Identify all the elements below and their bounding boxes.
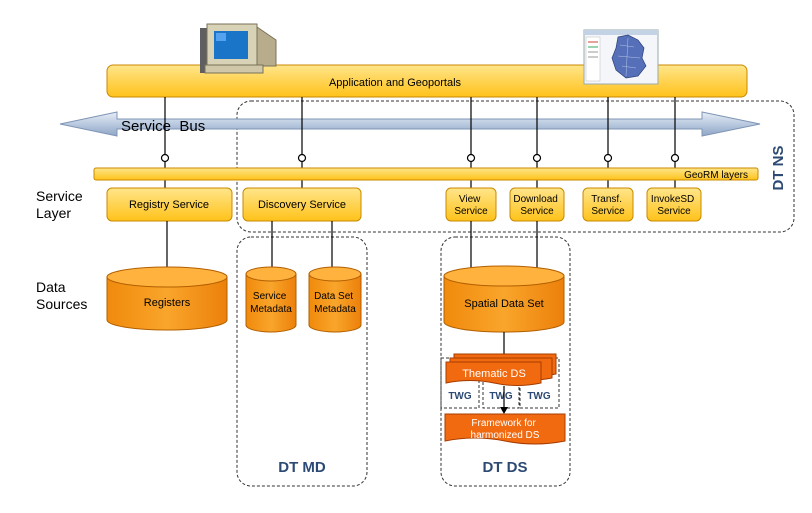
transf-service-box — [582, 187, 634, 222]
service-layer-label: Service Layer — [36, 188, 87, 221]
dt-ds-group — [440, 236, 571, 487]
application-geoportals-label: Application and Geoportals — [329, 77, 462, 89]
georm-layers-bar — [93, 167, 759, 181]
registry-service-box — [106, 187, 233, 222]
dt-ns-group — [236, 100, 795, 233]
thematic-to-framework-arrowhead — [500, 407, 508, 414]
framework-document — [444, 413, 566, 445]
discovery-service-label: Discovery Service — [258, 199, 346, 211]
spatial-dataset-database — [443, 265, 565, 333]
data-sources-label: Data Sources — [36, 279, 87, 312]
framework-label: Framework for harmonized DS — [471, 418, 540, 441]
spatial-dataset-label: Spatial Data Set — [464, 298, 544, 310]
bus-connector-nodes — [160, 153, 680, 163]
twg-label-2: TWG — [489, 391, 513, 402]
dt-md-label: DT MD — [278, 459, 326, 476]
dataset-metadata-label: Data Set Metadata — [314, 291, 356, 315]
service-data-connectors — [166, 221, 538, 270]
dt-ns-label: DT NS — [770, 146, 787, 191]
twg-label-1: TWG — [448, 391, 472, 402]
discovery-service-box — [242, 187, 362, 222]
twg-label-3: TWG — [527, 391, 551, 402]
computer-icon — [200, 23, 277, 74]
service-bus-arrow — [59, 111, 761, 137]
service-metadata-label: Service Metadata — [250, 291, 292, 315]
view-service-label: View Service — [454, 194, 488, 217]
georm-layers-label: GeoRM layers — [684, 170, 748, 181]
dt-md-group — [236, 236, 368, 487]
registers-label: Registers — [144, 297, 191, 309]
thematic-ds-stack — [445, 353, 557, 386]
invokesd-service-box — [646, 187, 702, 222]
invokesd-service-label: InvokeSD Service — [651, 194, 697, 217]
twg-box-1 — [440, 357, 480, 409]
transf-service-label: Transf. Service — [591, 194, 625, 217]
dt-ds-label: DT DS — [483, 459, 528, 476]
registers-database — [106, 266, 228, 331]
download-service-label: Download Service — [513, 194, 560, 217]
thematic-ds-label: Thematic DS — [462, 368, 526, 380]
service-bus-label: Service Bus — [121, 118, 205, 135]
dataset-metadata-database — [308, 266, 362, 333]
registry-service-label: Registry Service — [129, 199, 209, 211]
geoportal-map-icon — [583, 29, 659, 85]
service-metadata-database — [245, 266, 297, 333]
